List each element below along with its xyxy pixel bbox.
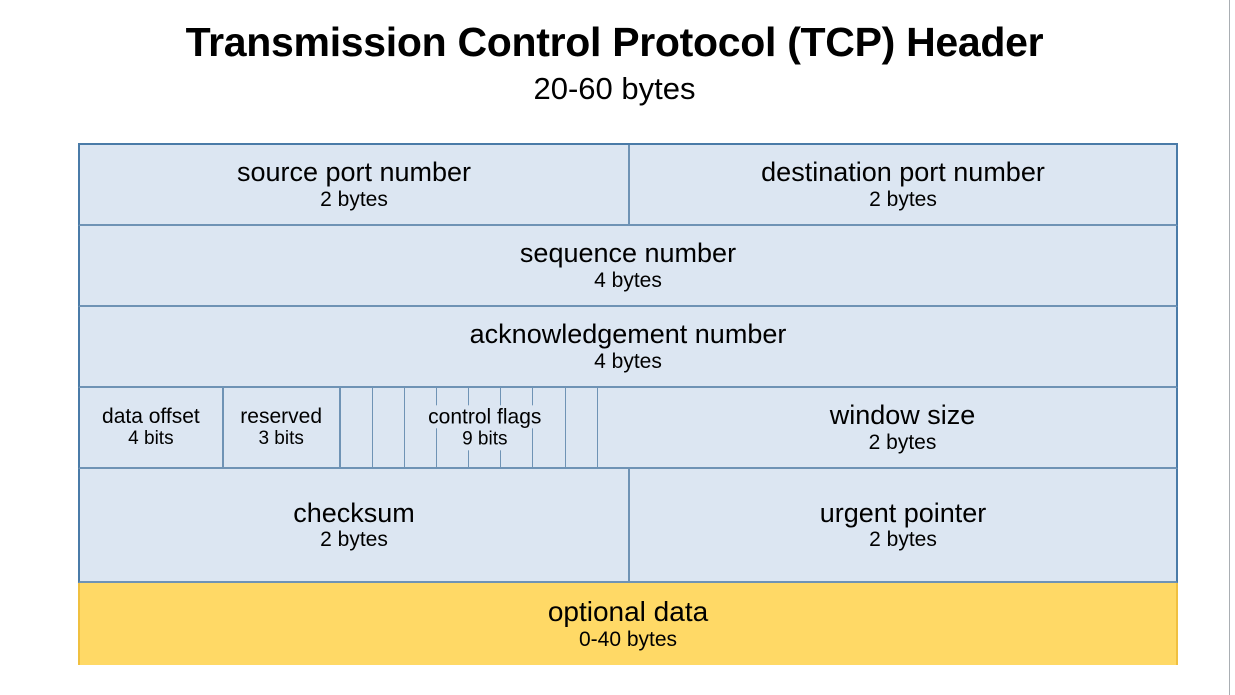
- field-label: urgent pointer: [819, 497, 987, 528]
- field-label: optional data: [547, 596, 709, 628]
- control-flag-bit: [371, 388, 404, 467]
- control-flag-bit: [500, 388, 532, 467]
- field-reserved: reserved 3 bits: [221, 388, 339, 467]
- control-flag-bit: [532, 388, 564, 467]
- field-sequence-number: sequence number 4 bytes: [80, 226, 1176, 305]
- field-data-offset: data offset 4 bits: [80, 388, 222, 467]
- field-label: destination port number: [761, 157, 1045, 188]
- table-row-checksum-urgent: checksum 2 bytes urgent pointer 2 bytes: [78, 469, 1178, 583]
- table-row-offset-flags-window: data offset 4 bits reserved 3 bits contr…: [78, 388, 1178, 469]
- field-size: 2 bytes: [869, 187, 937, 211]
- field-size: 2 bytes: [320, 528, 388, 552]
- control-flag-bit: [564, 388, 597, 467]
- page-edge-rule: [1229, 0, 1230, 695]
- field-label: checksum: [293, 497, 415, 528]
- table-row-acknowledgement: acknowledgement number 4 bytes: [78, 307, 1178, 388]
- table-row-sequence: sequence number 4 bytes: [78, 226, 1178, 307]
- control-flag-bit: [403, 388, 436, 467]
- field-size: 2 bytes: [869, 528, 937, 552]
- page-subtitle: 20-60 bytes: [533, 70, 696, 106]
- field-label: source port number: [236, 157, 472, 188]
- field-optional-data: optional data 0-40 bytes: [80, 583, 1176, 665]
- title-block: Transmission Control Protocol (TCP) Head…: [0, 19, 1229, 107]
- field-size: 2 bytes: [868, 430, 937, 454]
- control-flag-bit: [468, 388, 500, 467]
- field-label: reserved: [240, 404, 322, 428]
- field-size: 3 bits: [258, 428, 304, 450]
- field-size: 4 bits: [128, 428, 174, 450]
- field-size: 2 bytes: [320, 187, 388, 211]
- field-control-flags: control flags 9 bits: [338, 388, 630, 467]
- control-flag-bit: [596, 388, 629, 467]
- field-window-size: window size 2 bytes: [629, 388, 1177, 467]
- tcp-header-table: source port number 2 bytes destination p…: [78, 143, 1178, 665]
- field-label: data offset: [102, 404, 200, 428]
- field-destination-port: destination port number 2 bytes: [628, 145, 1176, 224]
- field-size: 4 bytes: [594, 268, 662, 292]
- field-checksum: checksum 2 bytes: [80, 469, 628, 581]
- field-source-port: source port number 2 bytes: [80, 145, 628, 224]
- field-size: 4 bytes: [594, 349, 662, 373]
- control-flag-bit: [436, 388, 468, 467]
- field-urgent-pointer: urgent pointer 2 bytes: [628, 469, 1176, 581]
- page-title: Transmission Control Protocol (TCP) Head…: [185, 19, 1044, 65]
- field-size: 0-40 bytes: [578, 627, 678, 651]
- field-label: window size: [829, 400, 976, 431]
- table-row-optional-data: optional data 0-40 bytes: [78, 583, 1178, 665]
- field-acknowledgement-number: acknowledgement number 4 bytes: [80, 307, 1176, 386]
- field-label: sequence number: [519, 238, 737, 269]
- table-row-ports: source port number 2 bytes destination p…: [78, 143, 1178, 226]
- control-flag-bit: [341, 388, 372, 467]
- field-label: acknowledgement number: [469, 319, 787, 350]
